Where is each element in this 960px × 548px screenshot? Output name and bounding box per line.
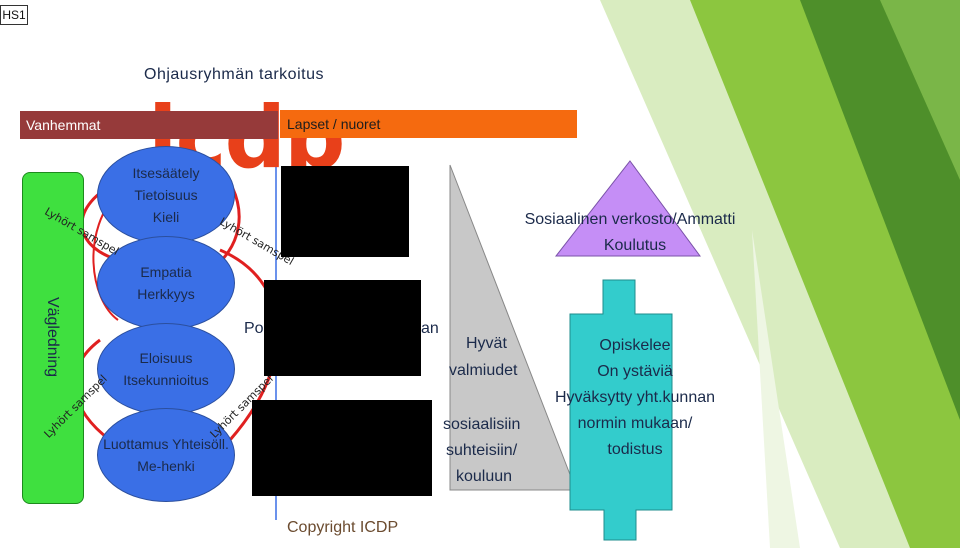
bg-stripe-right [880, 0, 960, 180]
triangle-text: suhteisiin/ [446, 442, 518, 459]
guidance-bar [22, 172, 84, 504]
triangle-text: Hyvät [466, 335, 507, 352]
teal-text: normin mukaan/ [577, 415, 693, 432]
oval-text: Herkkyys [137, 286, 195, 302]
oval-text: Luottamus Yhteisöll. [103, 436, 229, 452]
children-label: Lapset / nuoret [287, 116, 381, 132]
bg-stripe-pale [752, 230, 800, 548]
redaction-box [264, 280, 421, 376]
partial-text-right: an [421, 320, 439, 337]
gray-triangle [449, 164, 577, 491]
teal-text: todistus [607, 441, 663, 458]
redaction-box [281, 166, 409, 257]
social-network-line2: Koulutus [603, 237, 667, 254]
triangle-text: kouluun [456, 468, 513, 485]
oval-text: Kieli [152, 209, 180, 225]
teal-text: On ystäviä [597, 363, 673, 380]
partial-text-left: Po [244, 320, 264, 337]
corner-tag: HS1 [0, 5, 28, 25]
redaction-box [252, 400, 432, 496]
parents-label: Vanhemmat [26, 117, 101, 133]
teal-text: Opiskelee [599, 337, 671, 354]
triangle-text: valmiudet [449, 362, 518, 379]
guidance-label: Vägledning [44, 296, 61, 378]
oval-text: Itsesäätely [132, 165, 200, 181]
children-header: Lapset / nuoret [280, 110, 577, 138]
teal-box [569, 279, 673, 541]
copyright: Copyright ICDP [287, 519, 399, 536]
teal-text: Hyväksytty yht.kunnan [554, 389, 716, 406]
social-network-line1: Sosiaalinen verkosto/Ammatti [524, 211, 736, 228]
triangle-text: sosiaalisiin [443, 416, 521, 433]
parents-header: Vanhemmat [20, 111, 278, 139]
oval-regulation: Itsesäätely Tietoisuus Kieli [97, 146, 235, 244]
bg-stripe-dark [800, 0, 960, 420]
purple-triangle [554, 160, 701, 257]
oval-vitality: Eloisuus Itsekunnioitus [97, 323, 235, 415]
oval-text: Empatia [140, 264, 192, 280]
oval-trust: Luottamus Yhteisöll. Me-henki [97, 408, 235, 502]
oval-text: Tietoisuus [134, 187, 198, 203]
oval-text: Itsekunnioitus [123, 372, 209, 388]
oval-text: Eloisuus [139, 350, 193, 366]
oval-text: Me-henki [137, 458, 195, 474]
page-title: Ohjausryhmän tarkoitus [144, 66, 324, 83]
